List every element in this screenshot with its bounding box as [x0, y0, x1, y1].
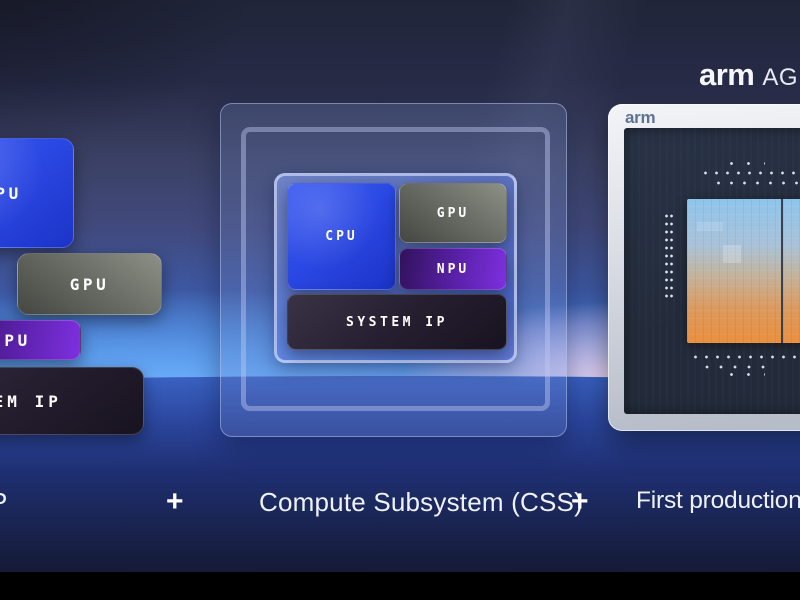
- die-highlight-patch: [723, 245, 741, 263]
- arm-logo: arm: [699, 57, 755, 92]
- brand-lockup: arm AG: [699, 59, 798, 90]
- substrate-dot-pattern: [700, 170, 800, 176]
- chip-arm-logo: arm: [625, 108, 656, 127]
- substrate-dot-pattern: [723, 372, 765, 377]
- css-npu-label: NPU: [436, 261, 470, 277]
- substrate-dot-pattern: [723, 161, 765, 166]
- ip-stack-gpu-label: GPU: [69, 274, 110, 294]
- substrate-dot-pattern: [700, 364, 772, 370]
- die-right-half: [783, 199, 800, 343]
- ip-stack-caption-fragment: P: [0, 489, 8, 515]
- chip-caption: First production: [636, 487, 800, 514]
- die-highlight-patch: [697, 222, 723, 231]
- chip-die-shot: [687, 199, 800, 343]
- letterbox-bar: [0, 572, 800, 600]
- css-cpu-block: CPU: [287, 183, 396, 290]
- ip-stack-cpu-block: CPU: [0, 138, 74, 248]
- brand-suffix-text: AG: [762, 64, 799, 91]
- css-caption: Compute Subsystem (CSS): [259, 487, 583, 517]
- die-left-half: [687, 199, 781, 343]
- css-system-ip-block: SYSTEM IP: [287, 294, 507, 350]
- css-cpu-label: CPU: [325, 229, 358, 244]
- ip-stack-npu-label: NPU: [0, 330, 31, 350]
- ip-stack-gpu-block: GPU: [17, 253, 162, 315]
- css-npu-block: NPU: [399, 248, 507, 290]
- css-system-ip-label: SYSTEM IP: [346, 314, 448, 330]
- ip-stack-npu-block: NPU: [0, 320, 81, 360]
- substrate-dot-pattern: [664, 212, 673, 298]
- css-gpu-block: GPU: [399, 183, 507, 243]
- die-divider: [781, 199, 783, 343]
- substrate-dot-pattern: [690, 354, 800, 360]
- ip-stack-system-ip-label: SYSTEM IP: [0, 391, 62, 411]
- css-inner-frame: [241, 127, 550, 411]
- plus-separator-right: +: [571, 485, 589, 518]
- css-gpu-label: GPU: [436, 205, 470, 221]
- ip-stack-cpu-label: CPU: [0, 183, 22, 203]
- plus-separator-left: +: [166, 485, 184, 518]
- ip-stack-system-ip-block: SYSTEM IP: [0, 367, 144, 435]
- substrate-dot-pattern: [712, 180, 798, 186]
